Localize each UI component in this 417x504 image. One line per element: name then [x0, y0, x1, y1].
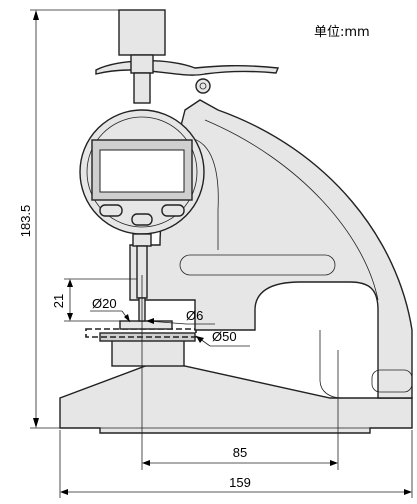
unit-label: 单位:mm — [314, 25, 370, 40]
indicator-button-left — [99, 204, 123, 217]
indicator-button-middle — [131, 213, 153, 226]
leader-large-anvil — [195, 335, 250, 347]
digital-indicator — [79, 109, 205, 235]
leader-small-anvil — [90, 310, 131, 323]
small-anvil-dia-label: Ø20 — [92, 296, 117, 311]
spindle-top — [118, 9, 166, 104]
anvil-pedestal — [99, 332, 196, 367]
dim-measure-depth-label: 21 — [51, 294, 66, 308]
dim-throat-depth — [142, 350, 339, 470]
base — [59, 364, 413, 434]
probe-dia-label: Ø6 — [186, 308, 203, 323]
dim-throat-depth-label: 85 — [233, 445, 247, 460]
large-anvil-dia-label: Ø50 — [212, 329, 237, 344]
dim-total-height — [30, 9, 119, 429]
leader-probe — [146, 318, 215, 325]
dim-base-length-label: 159 — [229, 475, 251, 490]
dim-measure-depth — [64, 278, 137, 322]
indicator-button-right — [161, 204, 185, 217]
dim-total-height-label: 183.5 — [18, 205, 33, 238]
lift-lever — [95, 60, 279, 94]
dim-base-length — [59, 430, 413, 498]
